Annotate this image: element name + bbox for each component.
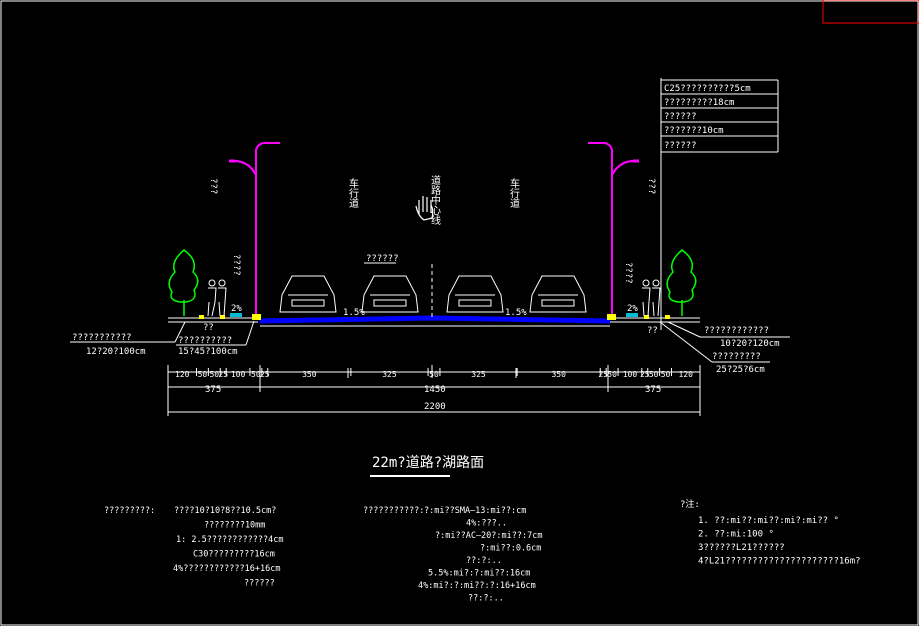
drawing-title: 22m?道路?湖路面 — [372, 455, 484, 471]
dim-row1-value: 100 — [623, 370, 638, 379]
car-1 — [279, 275, 337, 313]
dim-row1-value: 50 — [198, 370, 208, 379]
dim-row2-left: 375 — [205, 385, 221, 395]
notes-left-line: ????????10mm — [204, 521, 265, 531]
notes-left-line: ?????? — [244, 579, 275, 589]
dim-row1-value: 100 — [231, 370, 246, 379]
dim-row1-value: 25 — [598, 370, 608, 379]
notes-right-line: 4?L21?????????????????????16m? — [698, 557, 861, 567]
dimension-lines — [167, 365, 701, 416]
notes-mid-line: 5.5%:mi?:?:mi??:16cm — [428, 569, 530, 579]
walk-label-left-top: ??? — [208, 178, 218, 194]
median-label: 道路中心线 — [429, 174, 441, 225]
tree-left — [168, 249, 199, 316]
median-note: ?????? — [366, 254, 399, 264]
notes-mid-lines: ?:mi??SMA—13:mi??:cm 4%:???.. ?:mi??AC—20?… — [418, 506, 542, 604]
curb-note-left: ?? — [203, 323, 214, 333]
notes-right-line: 3??????L21?????? — [698, 543, 785, 553]
pavement-layer-table — [660, 78, 779, 330]
street-light-right — [588, 141, 639, 318]
layer-row-3: ?????? — [664, 112, 697, 122]
left-annotation-2: 12?20?100cm — [86, 347, 146, 357]
pedestrians-left — [207, 279, 227, 317]
walk-label-right-top: ??? — [646, 178, 656, 194]
dim-row1-value: 50 — [209, 370, 219, 379]
notes-left-line: C30?????????16cm — [193, 550, 275, 560]
road-surface — [168, 264, 700, 327]
notes-left-line: 1: 2.5????????????4cm — [176, 535, 283, 545]
leader-lines-right — [659, 321, 790, 363]
right-annotation-3: ????????? — [712, 352, 761, 362]
notes-right-line: 1. ??:mi??:mi??:mi?:mi?? ° — [698, 516, 839, 526]
car-4 — [529, 275, 587, 313]
notes-right-label: ?注: — [680, 498, 700, 510]
dim-row1-value: 120 — [679, 370, 694, 379]
dim-row1-value: 50 — [251, 370, 261, 379]
grade-left-walk: 2% — [231, 304, 242, 314]
layer-row-1: C25??????????5cm — [664, 84, 751, 94]
right-annotation-2: 10?20?120cm — [720, 339, 780, 349]
dim-row1-value: 325 — [382, 370, 397, 379]
notes-left-line: ????10?10?8??10.5cm? — [174, 506, 276, 516]
grade-right-walk: 2% — [627, 304, 638, 314]
layer-row-4: ???????10cm — [664, 126, 724, 136]
notes-mid-line: ?:mi??SMA—13:mi??:cm — [424, 506, 526, 516]
dim-row1-value: 25 — [218, 370, 228, 379]
notes-mid-line: ??:?:.. — [466, 556, 502, 566]
notes-mid-label: ???????????: — [363, 506, 424, 516]
notes-mid-line: 4%:???.. — [466, 519, 507, 529]
dim-row1-value: 350 — [302, 370, 317, 379]
left-annotation-1: ??????????? — [72, 333, 132, 343]
street-light-left — [229, 141, 280, 318]
notes-mid-line: ?:mi??:0.6cm — [480, 544, 541, 554]
grade-right-lane: 1.5% — [505, 308, 527, 318]
right-annotation-4: 25?25?6cm — [716, 365, 765, 375]
layer-row-2: ?????????18cm — [664, 98, 734, 108]
layer-row-5: ?????? — [664, 141, 697, 151]
right-annotation-1: ???????????? — [704, 326, 769, 336]
pedestrians-right — [642, 279, 661, 317]
notes-right-line: 2. ??:mi:100 ° — [698, 530, 774, 540]
dim-row1-value: 325 — [471, 370, 486, 379]
notes-left-lines: ????10?10?8??10.5cm? ????????10mm 1: 2.5??… — [173, 506, 283, 589]
dim-row1-value: 50 — [661, 370, 671, 379]
notes-left-label: ?????????: — [104, 506, 155, 516]
notes-mid-line: ??:?:.. — [468, 594, 504, 604]
dim-row1-value: 25 — [640, 370, 650, 379]
notes-mid-line: 4%:mi?:?:mi??:?:16+16cm — [418, 581, 536, 591]
notes-right-lines: 1. ??:mi??:mi??:mi?:mi?? ° 2. ??:mi:100 °… — [698, 516, 861, 567]
lane-label-right: 车行道 — [508, 177, 520, 208]
dim-row1-value: 50 — [429, 370, 439, 379]
dim-row2-mid: 1450 — [424, 385, 446, 395]
leader-lines-left — [70, 320, 255, 346]
title-block-corner — [822, 0, 919, 24]
left-annotation-4: 15?45?100cm — [178, 347, 238, 357]
notes-mid-line: ?:mi??AC—20?:mi??:7cm — [435, 531, 542, 541]
dim-row1-value: 50 — [649, 370, 659, 379]
curb-note-right: ?? — [647, 326, 658, 336]
car-3 — [446, 275, 504, 313]
hand-cursor-icon — [415, 196, 434, 221]
tree-right — [666, 249, 697, 316]
left-annotation-3: ?????????? — [178, 336, 232, 346]
notes-left-line: 4%????????????16+16cm — [173, 564, 280, 574]
walk-label-right-mid: ???? — [623, 262, 633, 284]
dim-row1-value: 50 — [607, 370, 617, 379]
walk-label-left-mid: ???? — [231, 254, 241, 276]
dim-row3-total: 2200 — [424, 402, 446, 412]
dim-row1-value: 350 — [551, 370, 566, 379]
lane-label-left: 车行道 — [347, 177, 359, 208]
car-2 — [361, 275, 419, 313]
dim-row1-value: 25 — [260, 370, 270, 379]
dim-row2-right: 375 — [645, 385, 661, 395]
grade-left-lane: 1.5% — [343, 308, 365, 318]
dim-row1-value: 120 — [175, 370, 190, 379]
